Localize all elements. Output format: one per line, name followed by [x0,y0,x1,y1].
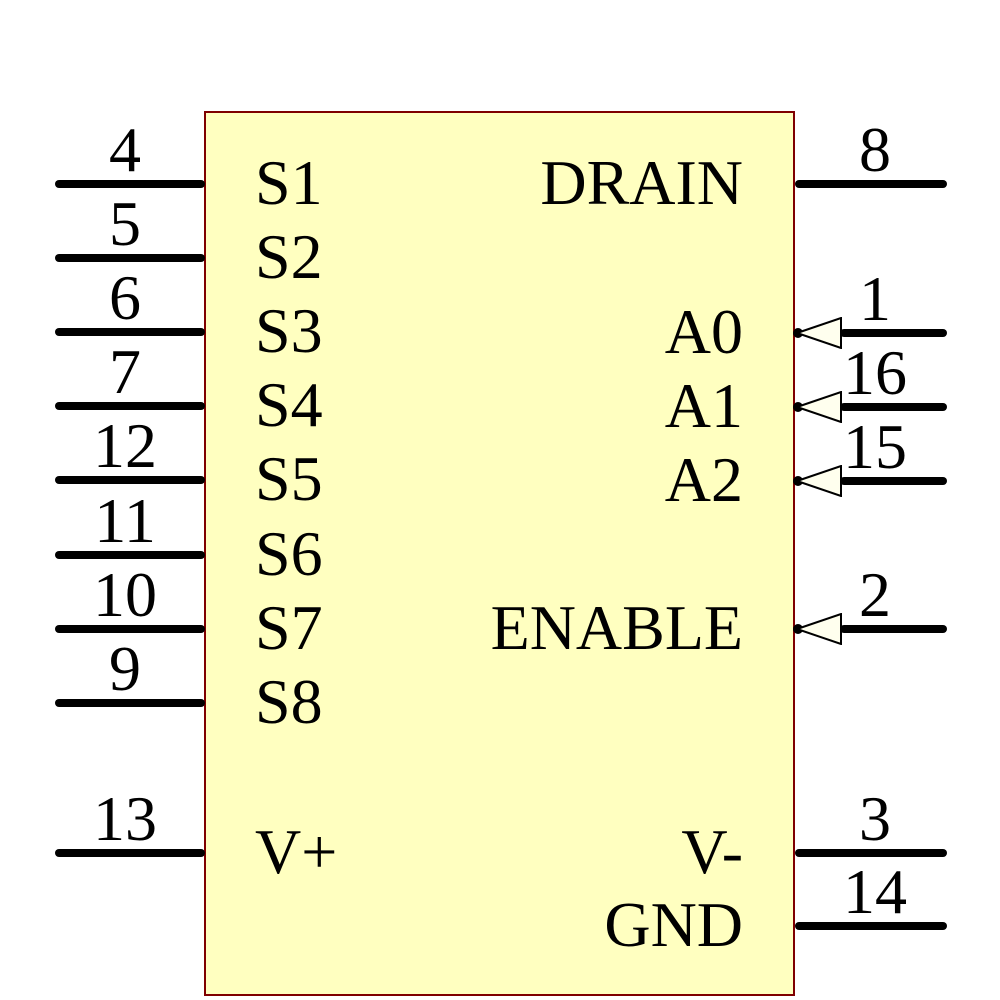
pin-gnd-wire [795,922,947,930]
pin-s5-number: 12 [93,410,157,481]
pin-a2-wire [840,477,947,485]
pin-enable-wire [840,625,947,633]
pin-a1-label: A1 [664,370,743,441]
pin-s4-label: S4 [255,369,323,440]
pin-s8-wire [55,699,205,707]
pin-gnd-number: 14 [843,856,907,927]
pin-gnd-label: GND [604,889,743,960]
pin-a1-wire [840,403,947,411]
pin-a0-number: 1 [859,263,891,334]
pin-a0-label: A0 [664,296,743,367]
pin-a0-wire [840,329,947,337]
pin-s1-number: 4 [109,114,141,185]
pin-vplus-label: V+ [255,816,338,887]
pin-s4-number: 7 [109,336,141,407]
pin-a2-number: 15 [843,411,907,482]
pin-drain-label: DRAIN [540,147,743,218]
pin-s1-wire [55,180,205,188]
pin-a1-number: 16 [843,337,907,408]
pin-s4-wire [55,402,205,410]
pin-s7-number: 10 [93,559,157,630]
pin-vminus-number: 3 [859,783,891,854]
ic-body [204,111,795,996]
pin-s6-label: S6 [255,518,323,589]
pin-s1-label: S1 [255,147,323,218]
pin-drain-wire [795,180,947,188]
pin-s7-label: S7 [255,592,323,663]
pin-s6-wire [55,551,205,559]
pin-vplus-wire [55,849,205,857]
pin-s2-number: 5 [109,188,141,259]
pin-vminus-wire [795,849,947,857]
pin-vplus-number: 13 [93,783,157,854]
pin-enable-label: ENABLE [490,592,743,663]
pin-s2-label: S2 [255,221,323,292]
pin-enable-number: 2 [859,559,891,630]
pin-s5-label: S5 [255,443,323,514]
pin-s5-wire [55,476,205,484]
pin-s3-number: 6 [109,262,141,333]
pin-s8-label: S8 [255,666,323,737]
pin-s3-label: S3 [255,295,323,366]
pin-s3-wire [55,328,205,336]
input-arrow-icon [796,465,842,497]
pin-a2-label: A2 [664,444,743,515]
pin-s8-number: 9 [109,633,141,704]
pin-s2-wire [55,254,205,262]
pin-drain-number: 8 [859,114,891,185]
input-arrow-icon [796,317,842,349]
input-arrow-icon [796,391,842,423]
pin-vminus-label: V- [681,816,743,887]
pin-s7-wire [55,625,205,633]
pin-s6-number: 11 [94,485,156,556]
input-arrow-icon [796,613,842,645]
